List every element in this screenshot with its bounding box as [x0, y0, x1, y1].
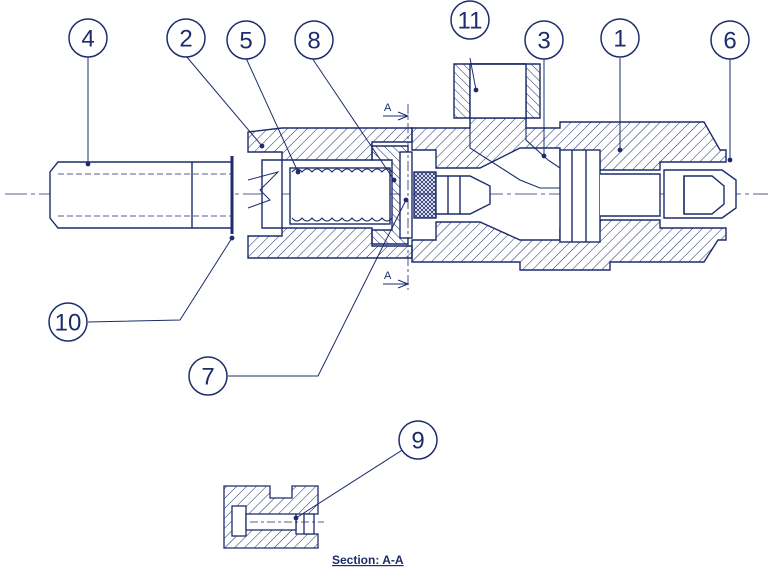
leader-2	[185, 55, 263, 147]
leader-5	[245, 57, 299, 173]
callout-6-bubble	[710, 20, 750, 60]
leader-11	[469, 57, 477, 91]
section-cut-marks	[383, 104, 410, 290]
leader-8	[311, 57, 395, 181]
callout-3-bubble	[524, 20, 564, 60]
seal-insert	[413, 171, 491, 219]
leader-7	[228, 199, 407, 377]
callout-11-bubble	[450, 0, 490, 40]
callout-11: 11	[458, 8, 483, 35]
section-detail	[223, 485, 324, 549]
section-caption: Section: A-A	[332, 553, 404, 567]
callout-4: 4	[81, 26, 94, 53]
leader-10	[87, 237, 233, 323]
callout-7-bubble	[188, 356, 228, 396]
callout-8: 8	[307, 28, 320, 55]
callout-8-bubble	[294, 20, 334, 60]
callout-10-bubble	[48, 302, 88, 342]
callout-2: 2	[179, 26, 192, 53]
part-1-main-body	[411, 117, 727, 271]
part-6-end-nut	[663, 169, 737, 219]
callout-10: 10	[55, 310, 82, 337]
callout-1-bubble	[600, 18, 640, 58]
callout-5: 5	[239, 28, 252, 55]
callout-1: 1	[613, 26, 626, 53]
callout-9: 9	[411, 428, 424, 455]
callout-9-bubble	[398, 420, 438, 460]
section-marker-bottom: A	[384, 270, 392, 282]
callout-7: 7	[201, 364, 214, 391]
callout-2-bubble	[166, 18, 206, 58]
part-11-port-fitting	[453, 63, 541, 119]
callout-6: 6	[723, 28, 736, 55]
section-marker-top: A	[384, 102, 392, 114]
callout-4-bubble	[68, 18, 108, 58]
part-5-spring	[289, 167, 393, 225]
part-4-stem	[49, 156, 234, 234]
leader-9	[295, 439, 419, 519]
part-8-piston	[371, 145, 413, 245]
callout-3: 3	[537, 28, 550, 55]
callout-5-bubble	[226, 20, 266, 60]
